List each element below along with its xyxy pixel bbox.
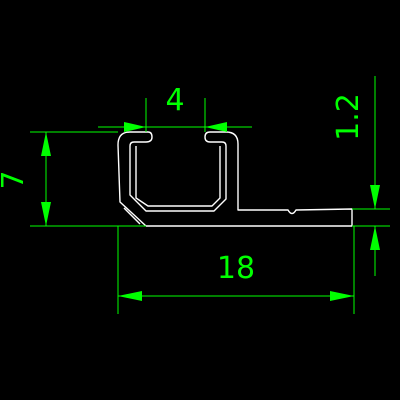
- arrow-18-right: [330, 291, 354, 301]
- arrow-4-right: [205, 122, 227, 132]
- arrow-12-bottom: [370, 226, 380, 250]
- profile-inner-contour: [135, 146, 221, 207]
- dim-label-thickness: 1.2: [331, 93, 366, 141]
- arrow-18-left: [118, 291, 142, 301]
- dimension-arrows: [41, 122, 380, 301]
- arrow-7-bottom: [41, 202, 51, 226]
- profile-outline: [117, 131, 353, 227]
- arrow-7-top: [41, 132, 51, 156]
- arrow-4-left: [124, 122, 146, 132]
- profile-outer-contour: [117, 131, 353, 227]
- profile-corner-detail: [123, 207, 141, 225]
- dim-label-height: 7: [0, 170, 31, 189]
- arrow-12-top: [370, 185, 380, 209]
- dim-label-total-width: 18: [217, 251, 255, 286]
- dim-label-slot-width: 4: [165, 83, 184, 118]
